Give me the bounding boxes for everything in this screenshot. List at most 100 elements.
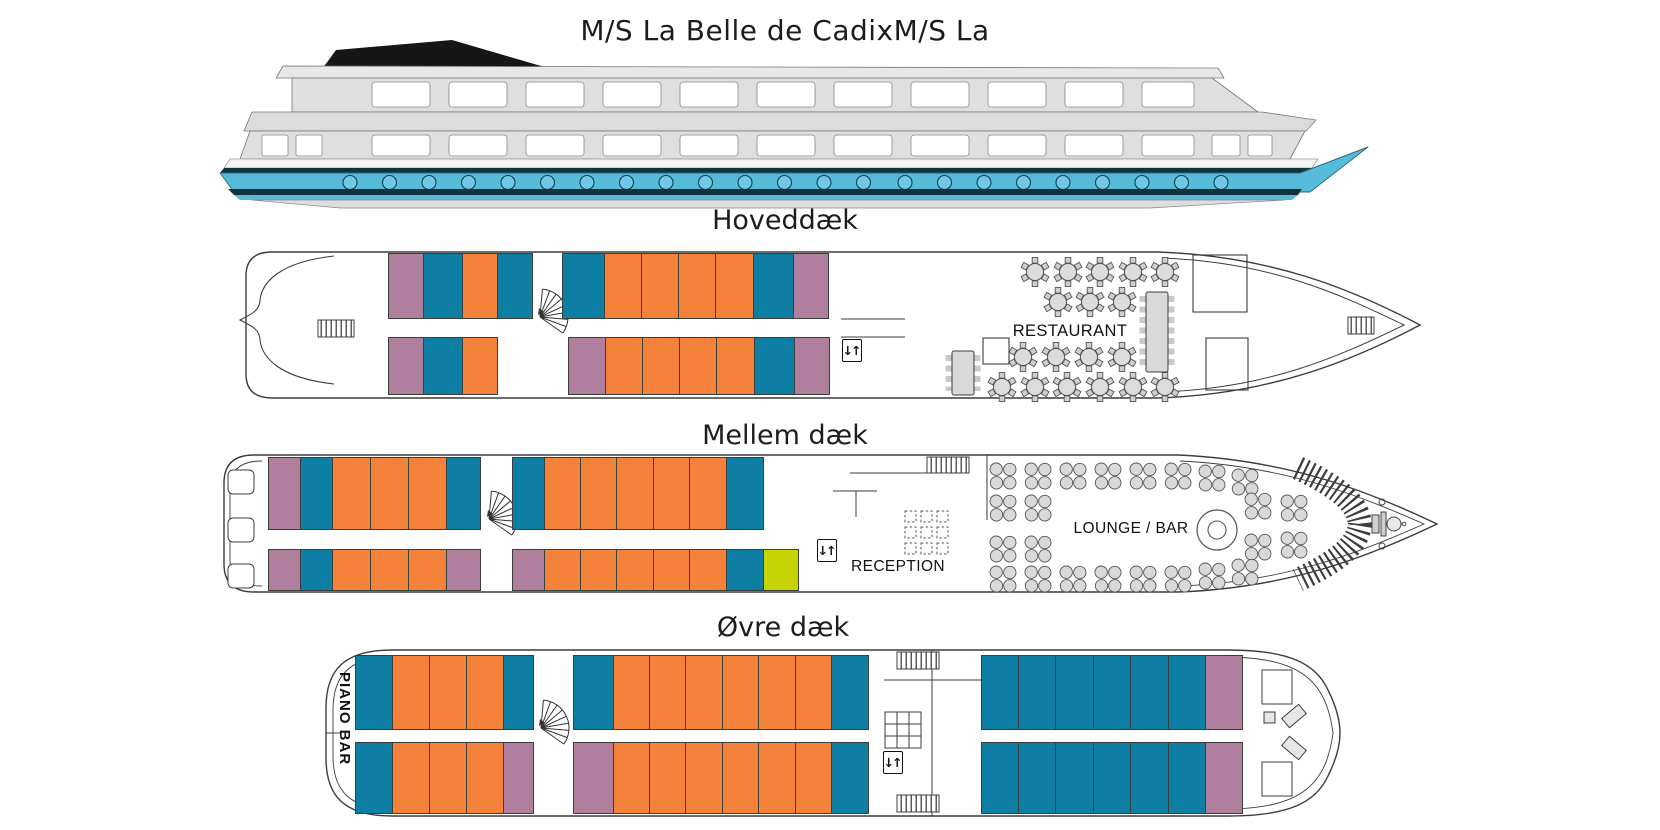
cabin-teal[interactable]	[355, 742, 393, 814]
cabin-orange[interactable]	[649, 655, 686, 730]
cabin-teal[interactable]	[497, 253, 533, 319]
cabin-orange[interactable]	[544, 457, 581, 530]
cabin-teal[interactable]	[726, 549, 764, 591]
cabin-orange[interactable]	[678, 253, 716, 319]
cabin-orange[interactable]	[758, 655, 796, 730]
cabin-orange[interactable]	[649, 742, 686, 814]
cabin-orange[interactable]	[392, 655, 430, 730]
cabin-orange[interactable]	[580, 549, 617, 591]
cabin-orange[interactable]	[685, 742, 723, 814]
cabin-teal[interactable]	[1168, 655, 1206, 730]
cabin-mauve[interactable]	[388, 337, 424, 395]
corridor-gap	[497, 337, 569, 395]
cabin-teal[interactable]	[446, 457, 481, 530]
cabin-teal[interactable]	[1055, 655, 1094, 730]
cabin-teal[interactable]	[1093, 655, 1131, 730]
cabin-teal[interactable]	[423, 253, 463, 319]
cabin-orange[interactable]	[613, 655, 650, 730]
cabin-orange[interactable]	[616, 457, 654, 530]
anchor-winch-icon	[1371, 498, 1407, 550]
buffet-table	[982, 337, 1010, 365]
cabin-mauve[interactable]	[268, 549, 301, 591]
cabin-teal[interactable]	[831, 742, 869, 814]
cabin-orange[interactable]	[653, 549, 690, 591]
cabin-teal[interactable]	[562, 253, 605, 319]
cabin-teal[interactable]	[1168, 742, 1206, 814]
cabin-mauve[interactable]	[446, 549, 481, 591]
cabin-orange[interactable]	[722, 742, 759, 814]
cabin-teal[interactable]	[300, 549, 333, 591]
cabin-orange[interactable]	[466, 655, 504, 730]
bow-room	[1205, 337, 1249, 391]
cabin-mauve[interactable]	[512, 549, 545, 591]
cabin-teal[interactable]	[503, 655, 534, 730]
stairs-icon	[926, 456, 970, 474]
cabin-orange[interactable]	[332, 457, 371, 530]
deck-hoveddaek-graphics	[238, 251, 1422, 402]
cabin-orange[interactable]	[370, 457, 409, 530]
cabin-mauve[interactable]	[268, 457, 301, 530]
cabin-orange[interactable]	[689, 549, 727, 591]
cabin-orange[interactable]	[616, 549, 654, 591]
cabin-orange[interactable]	[722, 655, 759, 730]
profile-mid-roof	[243, 111, 1317, 132]
cabin-mauve[interactable]	[794, 337, 830, 395]
cabin-mauve[interactable]	[1205, 655, 1243, 730]
cabin-teal[interactable]	[753, 253, 794, 319]
cabin-orange[interactable]	[613, 742, 650, 814]
cabin-teal[interactable]	[726, 457, 764, 530]
cabin-teal[interactable]	[831, 655, 869, 730]
cabin-orange[interactable]	[689, 457, 727, 530]
cabin-orange[interactable]	[605, 337, 643, 395]
cabin-orange[interactable]	[408, 549, 447, 591]
cabin-teal[interactable]	[1130, 742, 1169, 814]
cabin-orange[interactable]	[580, 457, 617, 530]
cabin-orange[interactable]	[392, 742, 430, 814]
cabin-orange[interactable]	[408, 457, 447, 530]
cabin-teal[interactable]	[512, 457, 545, 530]
cabin-teal[interactable]	[981, 655, 1019, 730]
cabin-lime[interactable]	[763, 549, 799, 591]
cabin-teal[interactable]	[423, 337, 463, 395]
cabin-mauve[interactable]	[388, 253, 424, 319]
cabin-row-upper-bottom	[355, 742, 1243, 814]
cabin-teal[interactable]	[573, 655, 614, 730]
cabin-teal[interactable]	[981, 742, 1019, 814]
restaurant-label: RESTAURANT	[1012, 322, 1128, 340]
elevator-icon: ↓↑	[817, 539, 837, 562]
cabin-orange[interactable]	[795, 655, 832, 730]
cabin-orange[interactable]	[715, 253, 754, 319]
cabin-mauve[interactable]	[573, 742, 614, 814]
cabin-teal[interactable]	[1055, 742, 1094, 814]
cabin-mauve[interactable]	[568, 337, 606, 395]
cabin-teal[interactable]	[1130, 655, 1169, 730]
cabin-orange[interactable]	[758, 742, 796, 814]
cabin-orange[interactable]	[604, 253, 642, 319]
corridor-gap	[532, 253, 563, 319]
cabin-orange[interactable]	[370, 549, 409, 591]
cabin-orange[interactable]	[641, 253, 679, 319]
cabin-teal[interactable]	[1018, 655, 1056, 730]
cabin-teal[interactable]	[754, 337, 795, 395]
cabin-orange[interactable]	[544, 549, 581, 591]
stairs-icon	[896, 651, 940, 670]
cabin-orange[interactable]	[716, 337, 755, 395]
cabin-orange[interactable]	[653, 457, 690, 530]
cabin-orange[interactable]	[462, 337, 498, 395]
cabin-orange[interactable]	[685, 655, 723, 730]
cabin-orange[interactable]	[466, 742, 504, 814]
cabin-orange[interactable]	[332, 549, 371, 591]
cabin-orange[interactable]	[795, 742, 832, 814]
cabin-mauve[interactable]	[1205, 742, 1243, 814]
cabin-teal[interactable]	[1093, 742, 1131, 814]
cabin-orange[interactable]	[679, 337, 717, 395]
cabin-teal[interactable]	[1018, 742, 1056, 814]
cabin-teal[interactable]	[355, 655, 393, 730]
cabin-orange[interactable]	[642, 337, 680, 395]
cabin-mauve[interactable]	[503, 742, 534, 814]
cabin-orange[interactable]	[429, 655, 467, 730]
cabin-orange[interactable]	[462, 253, 498, 319]
cabin-teal[interactable]	[300, 457, 333, 530]
cabin-mauve[interactable]	[793, 253, 829, 319]
cabin-orange[interactable]	[429, 742, 467, 814]
